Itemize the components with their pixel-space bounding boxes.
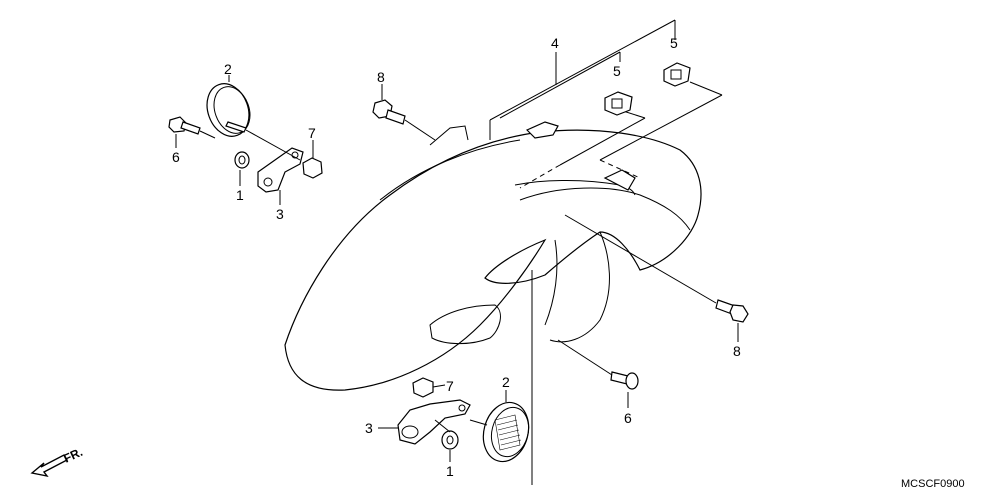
drawing-code: MCSCF0900 [901,478,965,490]
callout-8-top: 8 [377,69,385,85]
callout-4: 4 [551,35,559,51]
front-indicator-label: FR. [61,445,84,466]
bolt-right [564,214,749,342]
callout-8-right: 8 [733,343,741,359]
bolt-top [372,84,436,141]
callout-1-top: 1 [236,187,244,203]
assembly-leader-lines [489,19,723,485]
callout-5-left: 5 [613,63,621,79]
bolt-bottom-right [557,339,639,408]
callout-3-top: 3 [276,206,284,222]
front-direction-arrow: FR. [30,445,85,478]
callout-2-bottom: 2 [502,374,510,390]
callout-3-bottom: 3 [365,420,373,436]
callout-1-bottom: 1 [446,463,454,479]
callout-6-top: 6 [172,149,180,165]
callout-5-right: 5 [670,35,678,51]
callout-labels: 4 5 5 8 8 2 6 7 1 3 2 7 3 1 6 [172,35,741,479]
reflector-assembly-upper [168,75,323,205]
callout-6-bottom: 6 [624,410,632,426]
callout-7-top: 7 [308,125,316,141]
reflector-assembly-lower [378,377,530,463]
clip-nut-right [663,62,691,87]
callout-2-top: 2 [224,61,232,77]
callout-7-bottom: 7 [446,378,454,394]
clip-nut-left [604,91,633,116]
front-fender [284,121,702,391]
